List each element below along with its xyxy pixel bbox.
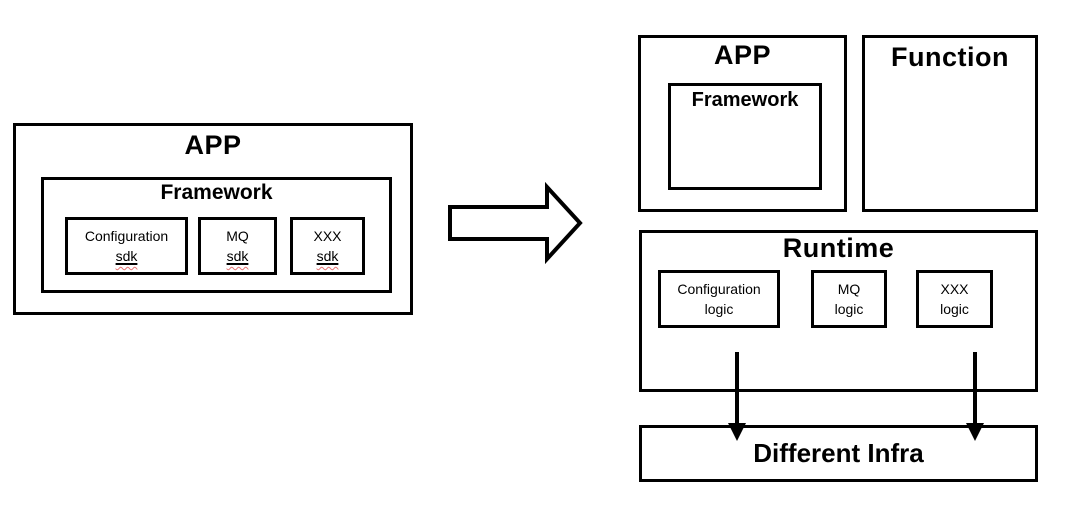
after-app-box: APP Framework — [638, 35, 847, 212]
runtime-box: Runtime Configuration logic MQ logic XXX… — [639, 230, 1038, 392]
logic-box-xxx-name: XXX — [940, 281, 969, 297]
after-framework-box: Framework — [668, 83, 822, 190]
logic-box-xxx: XXX logic — [916, 270, 993, 328]
sdk-box-configuration-name: Configuration — [84, 228, 169, 244]
before-framework-label: Framework — [160, 181, 273, 204]
sdk-box-xxx-suffix: sdk — [316, 248, 339, 264]
runtime-label: Runtime — [782, 233, 895, 263]
sdk-box-mq-suffix-wrap: sdk — [227, 246, 249, 266]
logic-box-mq: MQ logic — [811, 270, 887, 328]
function-box: Function — [862, 35, 1038, 212]
after-app-label: APP — [713, 40, 772, 70]
before-app-label: APP — [184, 130, 242, 160]
sdk-box-configuration-suffix: sdk — [115, 248, 138, 264]
sdk-box-configuration-suffix-wrap: sdk — [116, 246, 138, 266]
logic-box-xxx-suffix: logic — [940, 301, 969, 317]
sdk-box-configuration: Configuration sdk — [65, 217, 188, 275]
sdk-box-mq-suffix: sdk — [226, 248, 249, 264]
sdk-box-xxx: XXX sdk — [290, 217, 365, 275]
infra-box: Different Infra — [639, 425, 1038, 482]
before-app-box: APP Framework Configuration sdk MQ sdk X… — [13, 123, 413, 315]
sdk-box-mq: MQ sdk — [198, 217, 277, 275]
block-arrow-right-icon — [448, 181, 583, 265]
logic-box-mq-name: MQ — [837, 281, 861, 297]
logic-box-mq-suffix: logic — [834, 301, 864, 317]
infra-label: Different Infra — [753, 438, 924, 468]
sdk-box-xxx-suffix-wrap: sdk — [317, 246, 339, 266]
logic-box-configuration-name: Configuration — [677, 281, 761, 297]
after-framework-label: Framework — [691, 89, 799, 111]
function-label: Function — [891, 42, 1009, 72]
sdk-box-mq-name: MQ — [226, 228, 249, 244]
before-framework-box: Framework Configuration sdk MQ sdk XXX s… — [41, 177, 392, 293]
logic-box-configuration-suffix: logic — [704, 301, 734, 317]
logic-box-configuration: Configuration logic — [658, 270, 780, 328]
sdk-box-xxx-name: XXX — [313, 228, 342, 244]
